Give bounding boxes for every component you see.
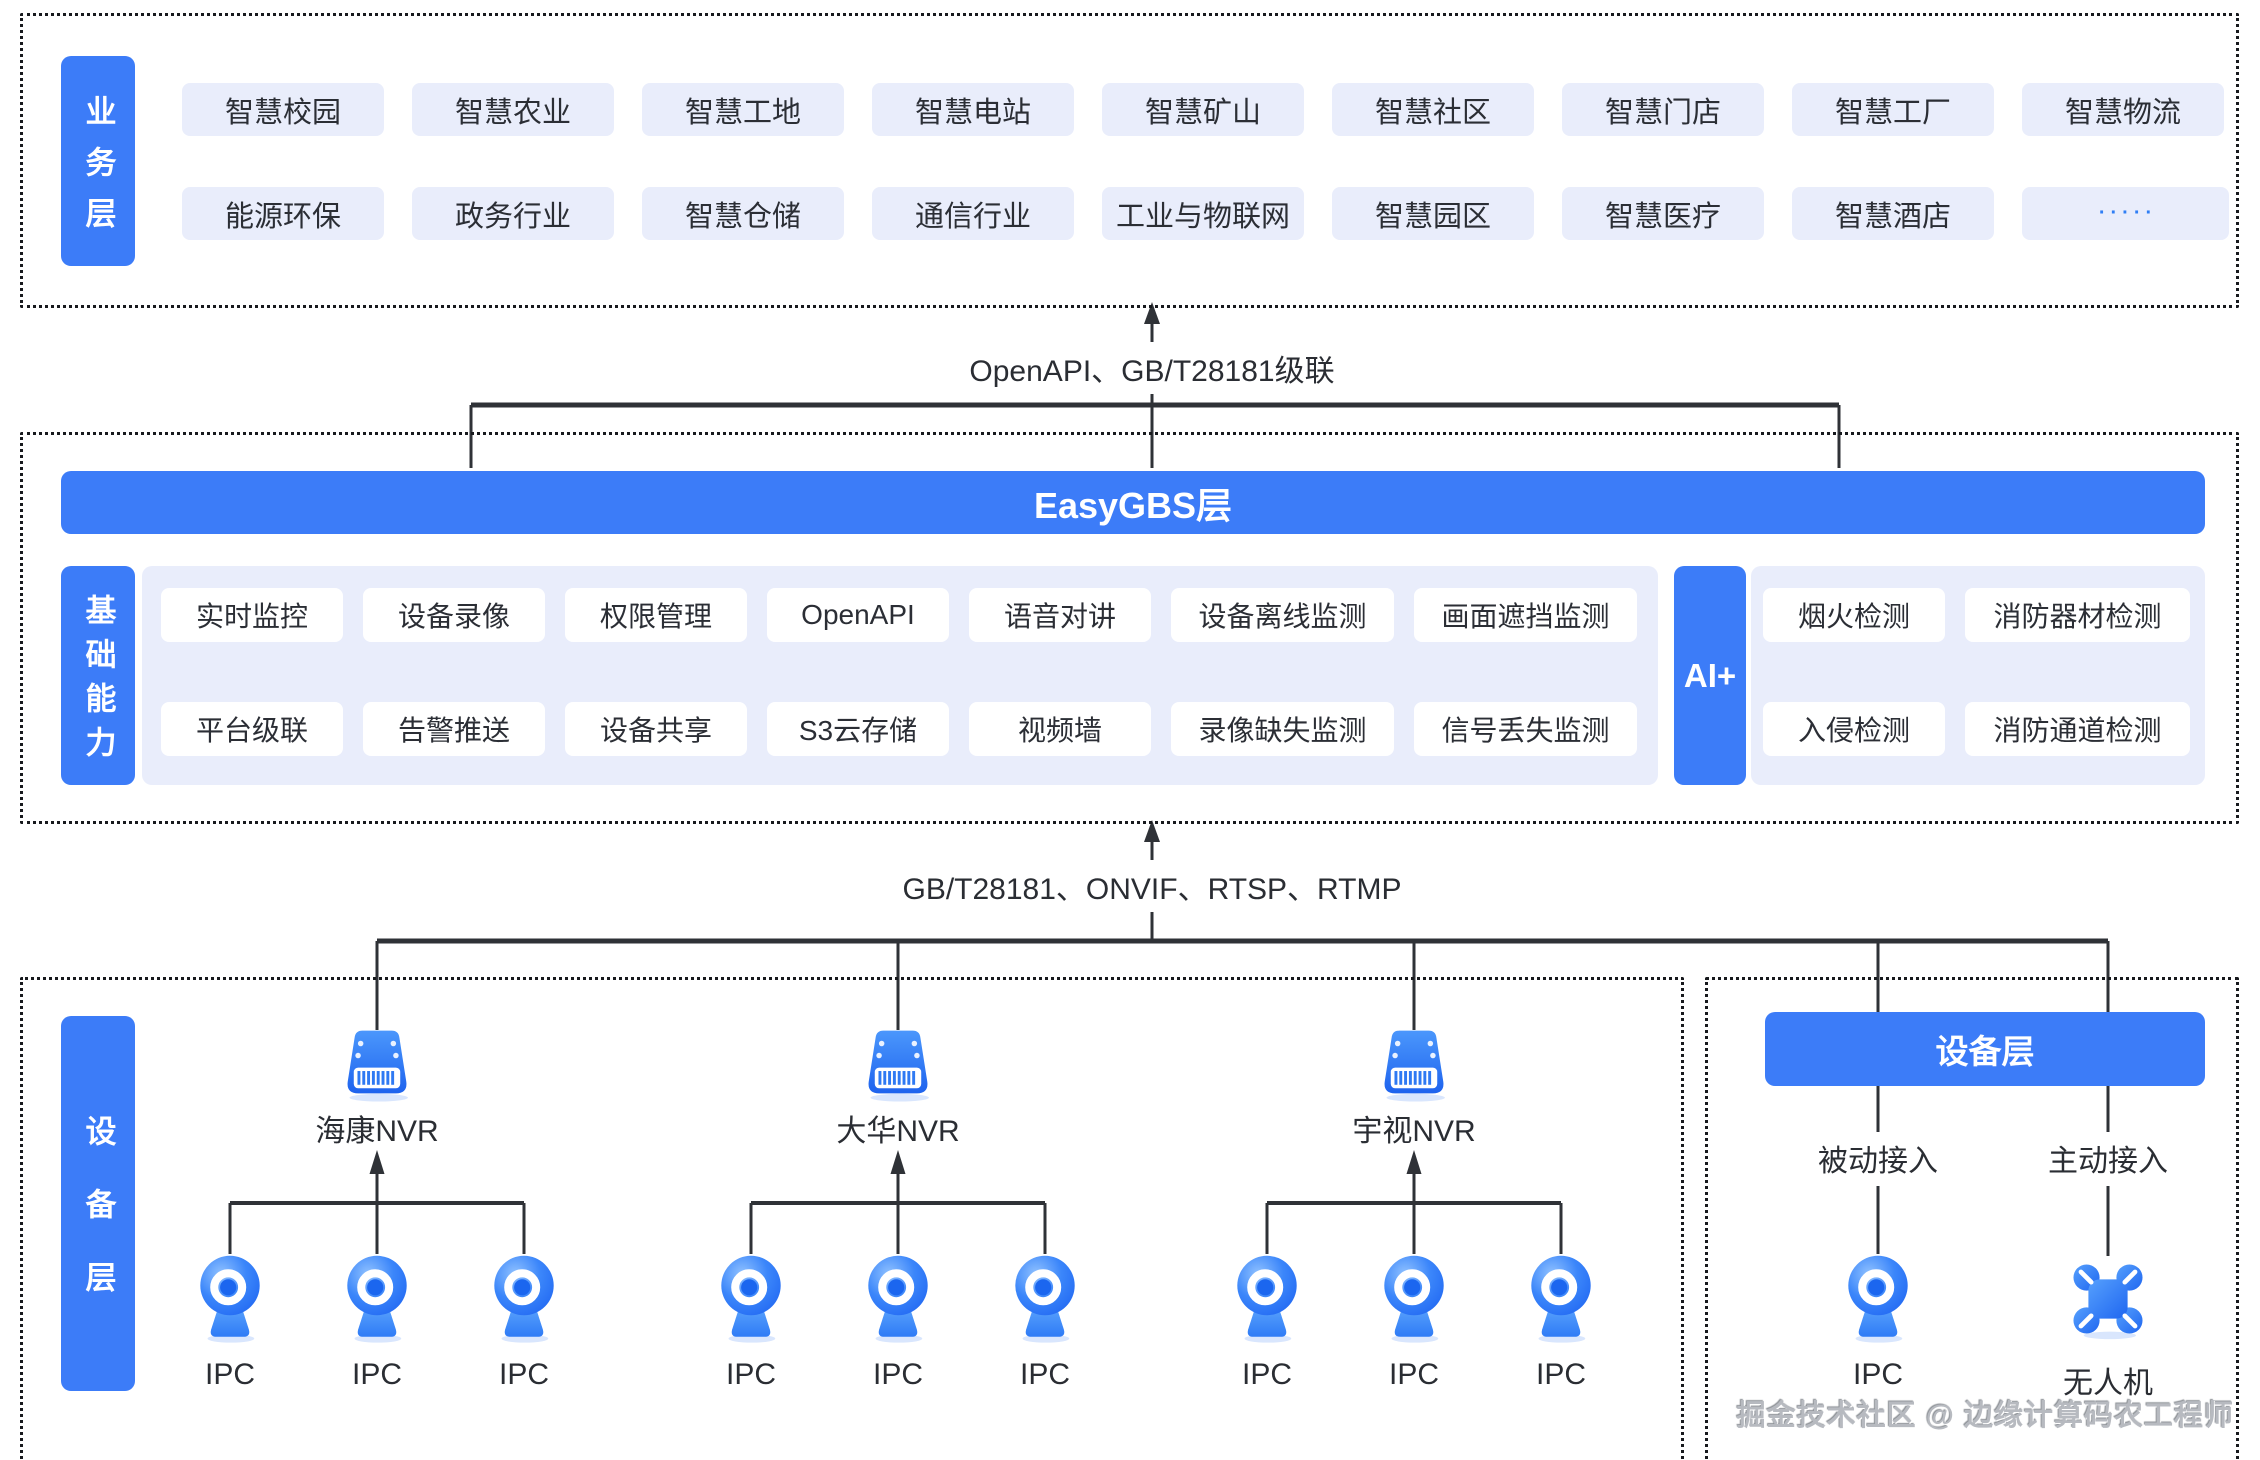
nvr-group-dahua: 大华NVR IPC IPC IPC xyxy=(698,1028,1098,1428)
business-tag: 智慧仓储 xyxy=(642,187,844,240)
nvr-group-uniview: 宇视NVR IPC IPC IPC xyxy=(1214,1028,1614,1428)
device-layer-section: 设备层 xyxy=(20,977,1684,1460)
business-tag: 智慧社区 xyxy=(1332,83,1534,136)
capability-item: 平台级联 xyxy=(161,702,343,756)
business-row-2: 能源环保 政务行业 智慧仓储 通信行业 工业与物联网 智慧园区 智慧医疗 智慧酒… xyxy=(182,187,2229,240)
business-tag: 智慧酒店 xyxy=(1792,187,1994,240)
business-layer-label: 业务层 xyxy=(61,56,135,266)
business-tag-more: ····· xyxy=(2022,187,2229,240)
ipc-label: IPC xyxy=(1241,1358,1293,1391)
capability-item: 信号丢失监测 xyxy=(1414,702,1637,756)
capability-item: 设备录像 xyxy=(363,588,545,642)
capability-item: 权限管理 xyxy=(565,588,747,642)
nvr-name: 宇视NVR xyxy=(1352,1115,1476,1148)
nvr-icon xyxy=(855,1028,941,1102)
ipc-camera-icon xyxy=(1231,1254,1303,1344)
active-access-label: 主动接入 xyxy=(2048,1145,2168,1178)
business-tag: 通信行业 xyxy=(872,187,1074,240)
active-device-label: 无人机 xyxy=(2063,1367,2153,1400)
nvr-group-hikvision: 海康NVR IPC IPC IPC xyxy=(177,1028,577,1428)
passive-device-label: IPC xyxy=(1852,1358,1904,1391)
ipc-label: IPC xyxy=(204,1358,256,1391)
ai-plus-label: AI+ xyxy=(1674,566,1746,785)
device-access-title: 设备层 xyxy=(1765,1012,2205,1086)
capability-item: 画面遮挡监测 xyxy=(1414,588,1637,642)
capability-item: S3云存储 xyxy=(767,702,949,756)
ai-row-1: 烟火检测 消防器材检测 xyxy=(1763,588,2190,642)
business-tag: 智慧电站 xyxy=(872,83,1074,136)
ai-capability-item: 入侵检测 xyxy=(1763,702,1945,756)
passive-access-label: 被动接入 xyxy=(1818,1145,1938,1178)
ipc-camera-icon xyxy=(1842,1254,1914,1344)
ai-capability-item: 消防器材检测 xyxy=(1965,588,2190,642)
base-capability-label: 基础能力 xyxy=(61,566,135,785)
protocol-label-top: OpenAPI、GB/T28181级联 xyxy=(953,342,1351,394)
nvr-name: 大华NVR xyxy=(836,1115,960,1148)
drone-icon xyxy=(2066,1256,2150,1342)
easygbs-layer-title: EasyGBS层 xyxy=(61,471,2205,534)
business-tag: 智慧医疗 xyxy=(1562,187,1764,240)
device-access-section xyxy=(1705,977,2239,1460)
ipc-camera-icon xyxy=(488,1254,560,1344)
business-tag: 智慧园区 xyxy=(1332,187,1534,240)
ipc-camera-icon xyxy=(715,1254,787,1344)
ipc-camera-icon xyxy=(341,1254,413,1344)
business-row-1: 智慧校园 智慧农业 智慧工地 智慧电站 智慧矿山 智慧社区 智慧门店 智慧工厂 … xyxy=(182,83,2224,136)
capability-item: 语音对讲 xyxy=(969,588,1151,642)
business-layer-section: 业务层 智慧校园 智慧农业 智慧工地 智慧电站 智慧矿山 智慧社区 智慧门店 智… xyxy=(20,13,2239,308)
ipc-camera-icon xyxy=(1378,1254,1450,1344)
ipc-label: IPC xyxy=(498,1358,550,1391)
business-tag: 智慧工地 xyxy=(642,83,844,136)
ipc-camera-icon xyxy=(1525,1254,1597,1344)
nvr-name: 海康NVR xyxy=(315,1115,439,1148)
capability-item: OpenAPI xyxy=(767,588,949,642)
ai-capability-item: 烟火检测 xyxy=(1763,588,1945,642)
capability-item: 实时监控 xyxy=(161,588,343,642)
ai-row-2: 入侵检测 消防通道检测 xyxy=(1763,702,2190,756)
capability-item: 设备共享 xyxy=(565,702,747,756)
ipc-label: IPC xyxy=(725,1358,777,1391)
business-tag: 智慧物流 xyxy=(2022,83,2224,136)
ipc-label: IPC xyxy=(351,1358,403,1391)
ipc-label: IPC xyxy=(1388,1358,1440,1391)
business-tag: 能源环保 xyxy=(182,187,384,240)
capability-row-2: 平台级联 告警推送 设备共享 S3云存储 视频墙 录像缺失监测 信号丢失监测 xyxy=(161,702,1637,756)
ipc-camera-icon xyxy=(862,1254,934,1344)
capability-item: 录像缺失监测 xyxy=(1171,702,1394,756)
business-tag: 智慧门店 xyxy=(1562,83,1764,136)
watermark-text: 掘金技术社区 @ 边缘计算码农工程师 xyxy=(1736,1400,2234,1432)
protocol-label-middle: GB/T28181、ONVIF、RTSP、RTMP xyxy=(886,860,1418,912)
device-layer-label: 设备层 xyxy=(61,1016,135,1391)
business-tag: 智慧工厂 xyxy=(1792,83,1994,136)
nvr-icon xyxy=(1371,1028,1457,1102)
capability-item: 告警推送 xyxy=(363,702,545,756)
capability-item: 设备离线监测 xyxy=(1171,588,1394,642)
business-tag: 工业与物联网 xyxy=(1102,187,1304,240)
ai-capability-item: 消防通道检测 xyxy=(1965,702,2190,756)
capability-row-1: 实时监控 设备录像 权限管理 OpenAPI 语音对讲 设备离线监测 画面遮挡监… xyxy=(161,588,1637,642)
ipc-label: IPC xyxy=(1535,1358,1587,1391)
ipc-label: IPC xyxy=(872,1358,924,1391)
nvr-icon xyxy=(334,1028,420,1102)
easygbs-layer-section: EasyGBS层 基础能力 实时监控 设备录像 权限管理 OpenAPI 语音对… xyxy=(20,432,2239,824)
business-tag: 智慧农业 xyxy=(412,83,614,136)
ipc-label: IPC xyxy=(1019,1358,1071,1391)
business-tag: 智慧矿山 xyxy=(1102,83,1304,136)
business-tag: 智慧校园 xyxy=(182,83,384,136)
business-tag: 政务行业 xyxy=(412,187,614,240)
ipc-camera-icon xyxy=(1009,1254,1081,1344)
ipc-camera-icon xyxy=(194,1254,266,1344)
capability-item: 视频墙 xyxy=(969,702,1151,756)
